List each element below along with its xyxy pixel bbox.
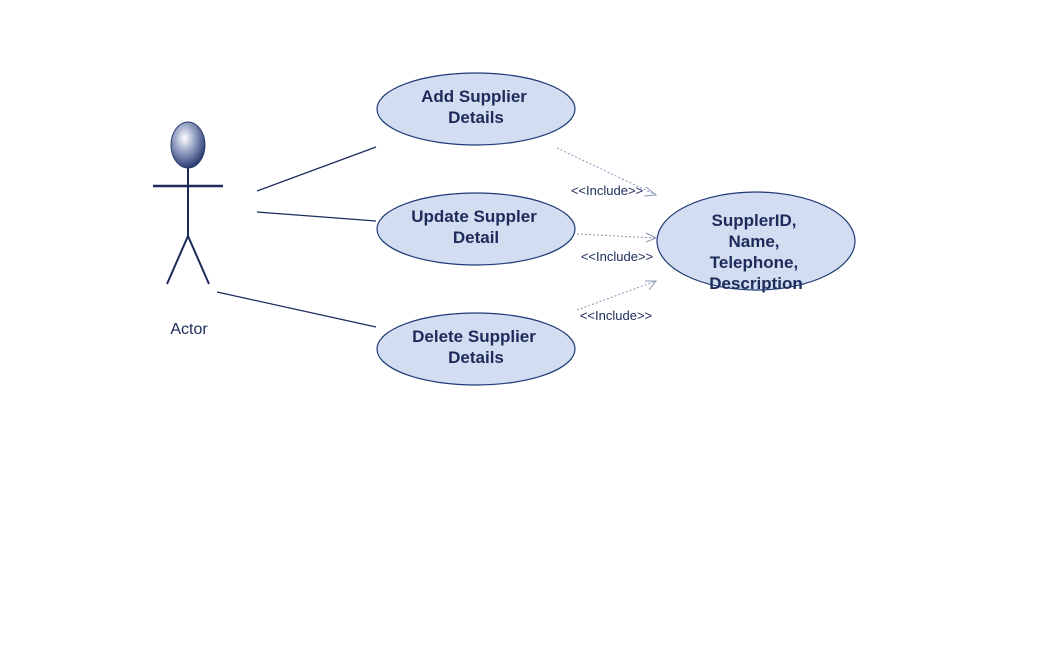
use-case-fields-ellipse xyxy=(656,191,856,291)
use-case-fields-line2: Name, xyxy=(728,232,779,251)
use-case-update-line1: Update Suppler xyxy=(411,207,537,226)
include-delete-label: <<Include>> xyxy=(580,308,652,323)
include-update-label: <<Include>> xyxy=(581,249,653,264)
use-case-delete-line1: Delete Supplier xyxy=(412,327,536,346)
include-update-connector xyxy=(576,232,658,243)
actor-figure[interactable] xyxy=(153,121,223,285)
actor-label: Actor xyxy=(170,321,208,338)
association-update xyxy=(256,211,377,222)
association-delete xyxy=(216,291,377,328)
actor-left-leg xyxy=(166,235,189,285)
use-case-update-line2: Detail xyxy=(453,228,499,247)
use-case-update-ellipse xyxy=(376,192,576,266)
use-case-fields-line3: Telephone, xyxy=(710,253,798,272)
use-case-add-line1: Add Supplier xyxy=(421,87,527,106)
use-case-add-ellipse xyxy=(376,72,576,146)
actor-right-leg xyxy=(187,235,210,285)
include-add-connector xyxy=(556,147,658,197)
use-case-supplier-fields[interactable]: SupplerID, Name, Telephone, Description xyxy=(656,191,856,293)
association-add xyxy=(256,146,377,192)
use-case-delete-ellipse xyxy=(376,312,576,386)
include-delete-connector xyxy=(576,280,658,311)
use-case-fields-line1: SupplerID, xyxy=(711,211,796,230)
use-case-update-supplier[interactable]: Update Suppler Detail xyxy=(376,192,576,266)
actor-head xyxy=(170,121,206,169)
use-case-delete-supplier[interactable]: Delete Supplier Details xyxy=(376,312,576,386)
use-case-add-line2: Details xyxy=(448,108,504,127)
include-add-label: <<Include>> xyxy=(571,183,643,198)
use-case-fields-line4: Description xyxy=(709,274,803,293)
use-case-add-supplier[interactable]: Add Supplier Details xyxy=(376,72,576,146)
use-case-delete-line2: Details xyxy=(448,348,504,367)
